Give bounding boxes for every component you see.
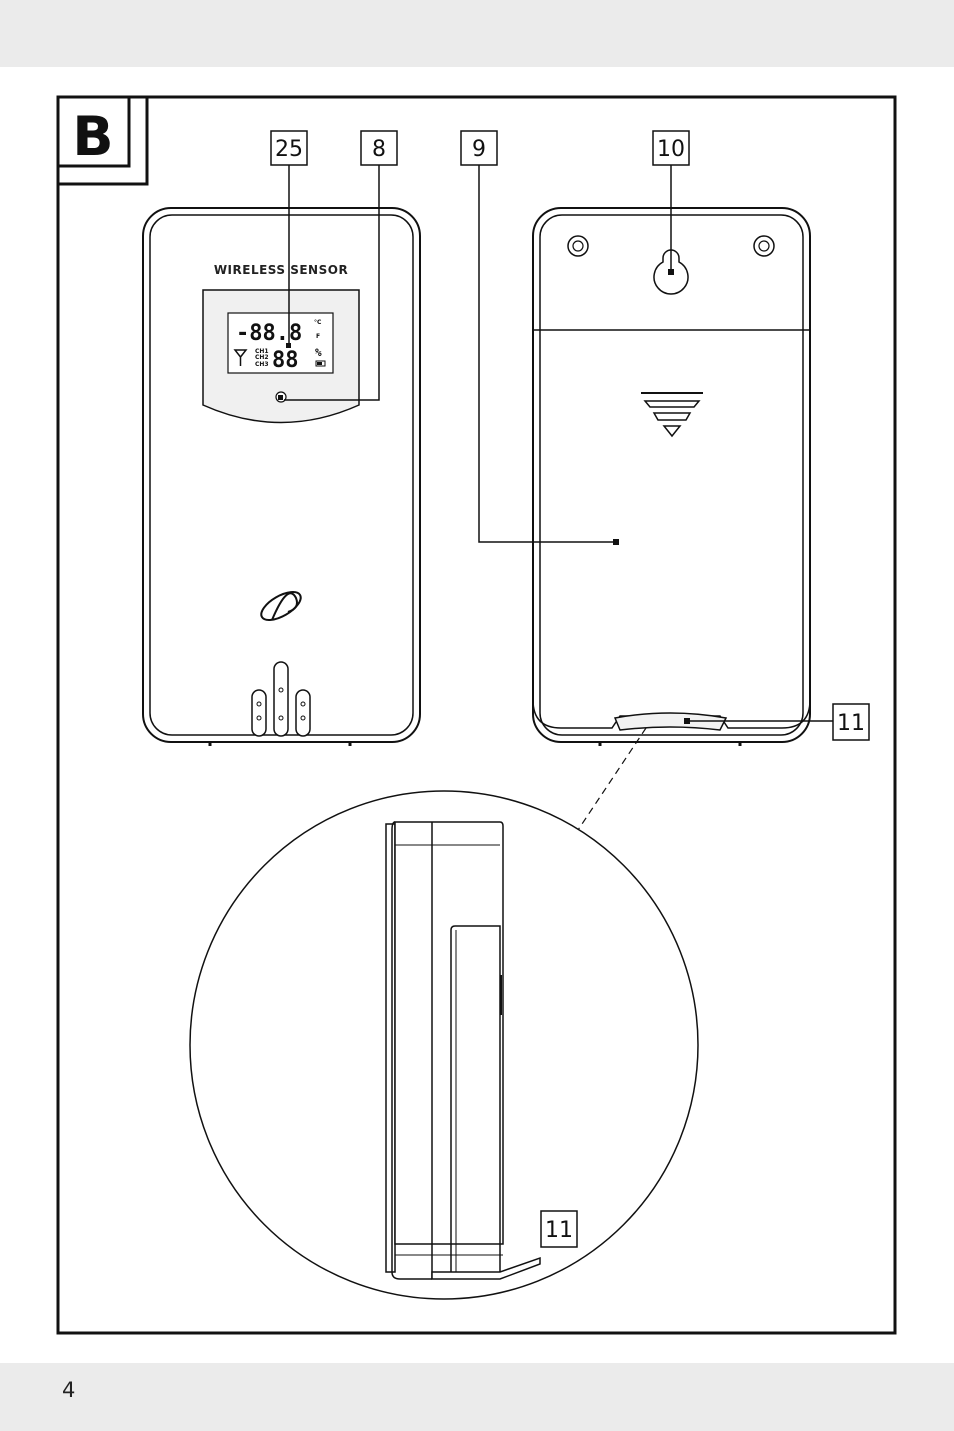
section-label-box xyxy=(56,95,131,168)
svg-text:11: 11 xyxy=(837,711,865,736)
header-band xyxy=(0,0,954,67)
sensor-back-view xyxy=(532,207,811,746)
stand-foot xyxy=(431,1256,541,1280)
antenna-icon xyxy=(233,349,248,366)
callout-25: 25 xyxy=(270,130,308,166)
lcd-temperature: -88.8 xyxy=(236,321,302,346)
svg-text:8: 8 xyxy=(372,137,386,162)
lcd-channel-1: CH1 xyxy=(255,348,269,355)
page-number: 4 xyxy=(62,1378,76,1402)
brand-logo xyxy=(260,591,302,621)
stand-slot xyxy=(613,712,728,731)
callout-11-side: 11 xyxy=(540,1210,578,1248)
lcd-channel-2: CH2 xyxy=(255,354,269,361)
lcd-temp-unit-c: °C xyxy=(314,319,322,326)
lcd-temp-unit-f: F xyxy=(316,333,320,340)
svg-text:25: 25 xyxy=(275,137,303,162)
lcd-channel-3: CH3 xyxy=(255,361,269,368)
lcd-humidity-unit: % xyxy=(315,346,322,359)
open-arrow-icon xyxy=(641,392,703,438)
callout-8: 8 xyxy=(360,130,398,166)
side-detail-view xyxy=(189,790,699,1300)
callout-11-back: 11 xyxy=(832,703,870,741)
battery-icon xyxy=(315,360,326,367)
svg-text:11: 11 xyxy=(545,1218,573,1243)
svg-text:9: 9 xyxy=(472,137,486,162)
sensor-front-view: WIRELESS SENSOR -88.8 °C F CH1 CH2 CH3 8… xyxy=(142,207,421,746)
screw-right xyxy=(753,235,775,257)
callout-leaders xyxy=(284,165,833,1259)
probe-clips xyxy=(251,661,311,737)
callout-9: 9 xyxy=(460,130,498,166)
footer-band xyxy=(0,1363,954,1431)
screw-left xyxy=(567,235,589,257)
svg-text:10: 10 xyxy=(657,137,685,162)
device-label: WIRELESS SENSOR xyxy=(214,263,348,277)
battery-compartment-cover xyxy=(532,329,811,729)
figure-frame xyxy=(56,95,897,1335)
lcd-humidity: 88 xyxy=(272,348,299,373)
callout-10: 10 xyxy=(652,130,690,166)
section-label: B xyxy=(72,105,113,168)
